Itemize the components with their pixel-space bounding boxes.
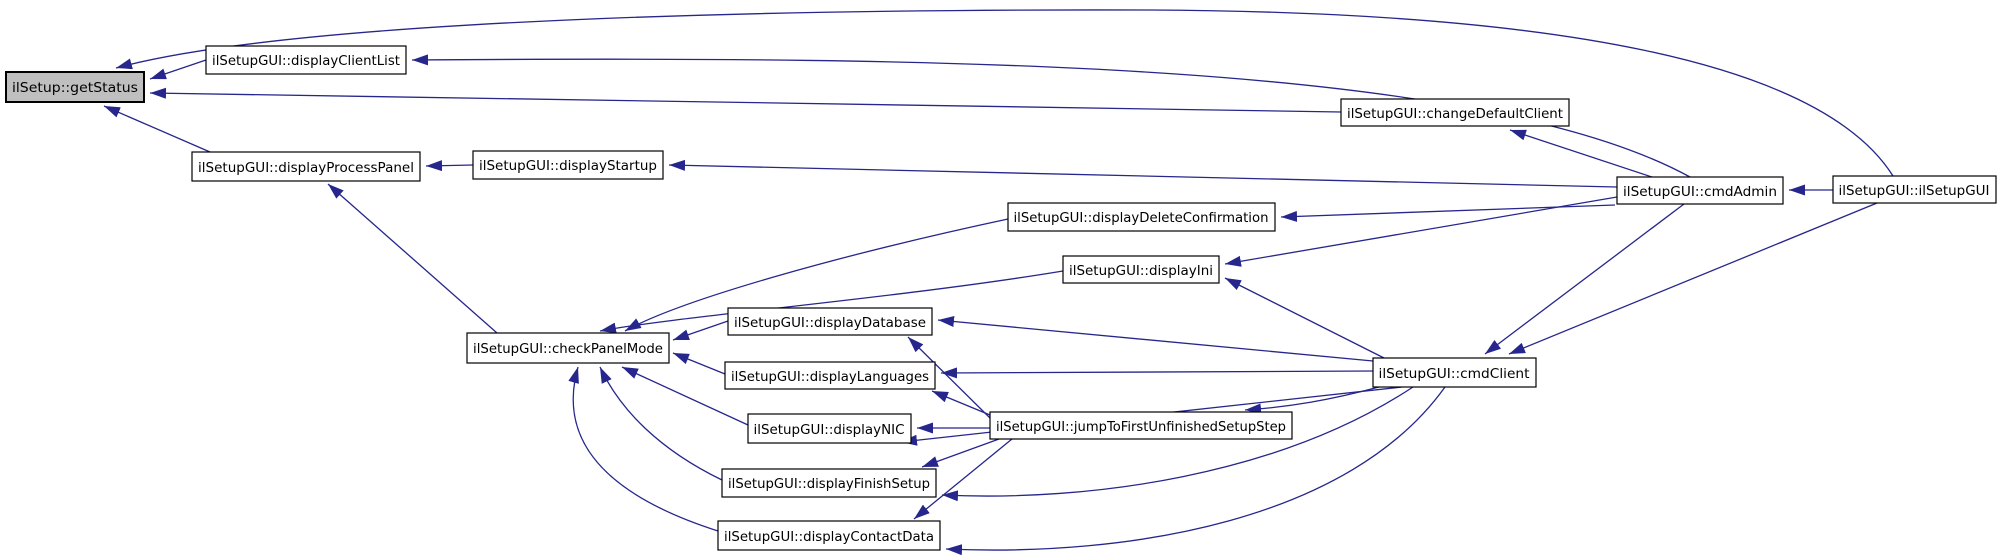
edge-cmdClient-to-displayDatabase [937,316,1374,362]
nodes: ilSetup::getStatus ilSetupGUI::displayCl… [5,45,1997,551]
node-displayProcessPanel-label: ilSetupGUI::displayProcessPanel [198,160,414,176]
edge-cmdClient-to-displayLanguages [940,367,1374,379]
edge-cmdClient-to-displayContactData [945,386,1446,556]
edge-displayProcessPanel-to-getStatus [103,105,211,153]
node-ilSetupGUI-label: ilSetupGUI::ilSetupGUI [1839,183,1990,199]
node-cmdAdmin-label: ilSetupGUI::cmdAdmin [1623,184,1777,200]
node-displayNIC[interactable]: ilSetupGUI::displayNIC [747,413,912,444]
node-displayContactData[interactable]: ilSetupGUI::displayContactData [717,520,941,551]
node-displayContactData-box[interactable] [717,520,941,551]
edge-jumpToFirstUnfinishedSetupStep-to-displayFinishSetup [921,438,1000,468]
node-checkPanelMode[interactable]: ilSetupGUI::checkPanelMode [466,332,670,364]
edge-cmdClient-to-displayFinishSetup [941,386,1414,502]
node-displayLanguages-box[interactable] [724,361,936,390]
node-displayNIC-box[interactable] [747,413,912,444]
node-displayIni-label: ilSetupGUI::displayIni [1069,263,1213,279]
node-displayStartup-box[interactable] [472,150,664,180]
edge-displayClientList-to-getStatus [149,59,207,80]
edge-jumpToFirstUnfinishedSetupStep-to-displayContactData [913,438,1013,520]
node-cmdAdmin-box[interactable] [1616,176,1784,205]
edge-cmdAdmin-to-displayDeleteConfirmation [1280,204,1616,222]
node-getStatus-label: ilSetup::getStatus [12,80,138,96]
node-cmdClient-label: ilSetupGUI::cmdClient [1379,366,1530,382]
edge-displayFinishSetup-to-checkPanelMode [599,366,723,481]
node-cmdClient[interactable]: ilSetupGUI::cmdClient [1372,357,1537,388]
node-displayClientList-label: ilSetupGUI::displayClientList [212,53,400,69]
node-displayDatabase[interactable]: ilSetupGUI::displayDatabase [727,307,933,336]
node-ilSetupGUI[interactable]: ilSetupGUI::ilSetupGUI [1832,175,1997,204]
node-displayClientList-box[interactable] [205,45,407,75]
node-checkPanelMode-box[interactable] [466,332,670,364]
node-displayFinishSetup-box[interactable] [721,468,937,498]
edge-ilSetupGUI-to-cmdClient [1508,202,1878,355]
edge-cmdAdmin-to-displayClientList [411,54,1691,178]
node-displayIni-box[interactable] [1062,255,1220,284]
node-displayIni[interactable]: ilSetupGUI::displayIni [1062,255,1220,284]
edge-displayStartup-to-displayProcessPanel [425,160,474,172]
node-displayContactData-label: ilSetupGUI::displayContactData [724,529,934,545]
node-displayStartup-label: ilSetupGUI::displayStartup [479,158,657,174]
edge-cmdAdmin-to-displayIni [1224,196,1618,267]
node-displayProcessPanel-box[interactable] [191,151,421,182]
edge-cmdClient-to-jumpToFirstUnfinishedSetupStep [1244,386,1380,415]
edge-jumpToFirstUnfinishedSetupStep-to-displayLanguages [931,390,991,416]
node-displayDatabase-label: ilSetupGUI::displayDatabase [734,315,926,331]
node-displayDeleteConfirmation-label: ilSetupGUI::displayDeleteConfirmation [1014,210,1269,226]
node-displayDeleteConfirmation-box[interactable] [1007,202,1276,232]
edge-cmdAdmin-to-cmdClient [1484,203,1685,355]
node-changeDefaultClient[interactable]: ilSetupGUI::changeDefaultClient [1340,98,1570,127]
edge-displayContactData-to-checkPanelMode [568,366,719,532]
node-displayLanguages-label: ilSetupGUI::displayLanguages [731,369,929,385]
node-displayFinishSetup-label: ilSetupGUI::displayFinishSetup [728,476,930,492]
node-cmdAdmin[interactable]: ilSetupGUI::cmdAdmin [1616,176,1784,205]
node-displayLanguages[interactable]: ilSetupGUI::displayLanguages [724,361,936,390]
node-changeDefaultClient-box[interactable] [1340,98,1570,127]
edges [103,9,1894,556]
edge-displayDeleteConfirmation-to-checkPanelMode [624,218,1009,332]
edge-changeDefaultClient-to-getStatus [149,87,1342,113]
node-getStatus: ilSetup::getStatus [5,71,145,103]
node-changeDefaultClient-label: ilSetupGUI::changeDefaultClient [1347,106,1563,122]
node-displayProcessPanel[interactable]: ilSetupGUI::displayProcessPanel [191,151,421,182]
edge-displayLanguages-to-checkPanelMode [672,352,726,375]
node-checkPanelMode-label: ilSetupGUI::checkPanelMode [473,341,663,357]
edge-displayIni-to-checkPanelMode [599,270,1064,334]
edge-displayDatabase-to-checkPanelMode [672,320,729,341]
node-displayDatabase-box[interactable] [727,307,933,336]
edge-cmdAdmin-to-displayStartup [668,159,1618,188]
edge-cmdClient-to-displayIni [1224,277,1385,359]
node-displayFinishSetup[interactable]: ilSetupGUI::displayFinishSetup [721,468,937,498]
node-jumpToFirstUnfinishedSetupStep[interactable]: ilSetupGUI::jumpToFirstUnfinishedSetupSt… [989,411,1293,440]
node-displayClientList[interactable]: ilSetupGUI::displayClientList [205,45,407,75]
edge-displayNIC-to-checkPanelMode [621,366,749,426]
node-ilSetupGUI-box[interactable] [1832,175,1997,204]
edge-checkPanelMode-to-displayProcessPanel [327,183,498,334]
node-jumpToFirstUnfinishedSetupStep-box[interactable] [989,411,1293,440]
node-jumpToFirstUnfinishedSetupStep-label: ilSetupGUI::jumpToFirstUnfinishedSetupSt… [996,419,1286,435]
node-cmdClient-box[interactable] [1372,357,1537,388]
edge-cmdAdmin-to-changeDefaultClient [1509,129,1653,178]
edge-ilSetupGUI-to-getStatus [115,9,1894,177]
node-displayDeleteConfirmation[interactable]: ilSetupGUI::displayDeleteConfirmation [1007,202,1276,232]
node-getStatus-box [5,71,145,103]
node-displayStartup[interactable]: ilSetupGUI::displayStartup [472,150,664,180]
node-displayNIC-label: ilSetupGUI::displayNIC [754,422,905,438]
